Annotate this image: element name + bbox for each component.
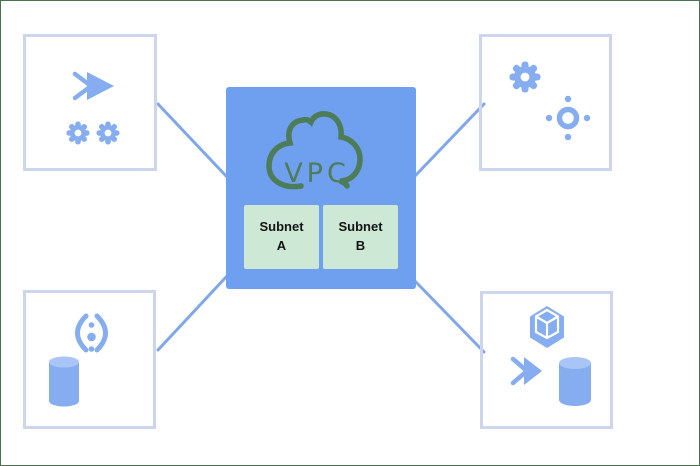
vpc-cloud-icon: VPC — [266, 111, 363, 190]
subnet-a-box: Subnet A — [244, 205, 319, 269]
subnet-a-label-line2: A — [276, 238, 287, 253]
node-top-left — [23, 34, 157, 171]
node-bottom-right-icons — [510, 306, 591, 406]
node-top-right — [479, 34, 612, 171]
connector-line-top-right — [413, 102, 486, 178]
gear-icon — [66, 121, 90, 145]
connector-line-top-left — [156, 102, 229, 179]
endpoint-icon — [75, 313, 108, 353]
vpc-container: VPC Subnet A Subnet B — [226, 87, 416, 289]
database-icon — [49, 356, 79, 407]
target-icon — [545, 95, 591, 141]
subnet-b-box: Subnet B — [323, 205, 398, 269]
node-bottom-right — [480, 291, 613, 429]
node-top-left-icons — [66, 71, 120, 145]
node-bottom-left — [23, 290, 156, 429]
fast-forward-icon — [510, 356, 542, 386]
subnet-a-label-line1: Subnet — [259, 219, 304, 235]
gear-icon — [509, 61, 541, 93]
fast-forward-icon — [72, 71, 114, 101]
connector-line-bottom-right — [412, 278, 486, 354]
connector-line-bottom-left — [156, 274, 229, 352]
gear-icon — [96, 121, 120, 145]
node-bottom-left-icons — [49, 313, 108, 407]
vpc-label: VPC — [284, 158, 350, 189]
node-top-right-icons — [509, 61, 591, 141]
subnet-b-label-line2: B — [355, 238, 366, 253]
container-hexagon-icon — [530, 306, 564, 348]
subnet-b-label-line1: Subnet — [338, 219, 383, 235]
database-icon — [559, 357, 591, 406]
